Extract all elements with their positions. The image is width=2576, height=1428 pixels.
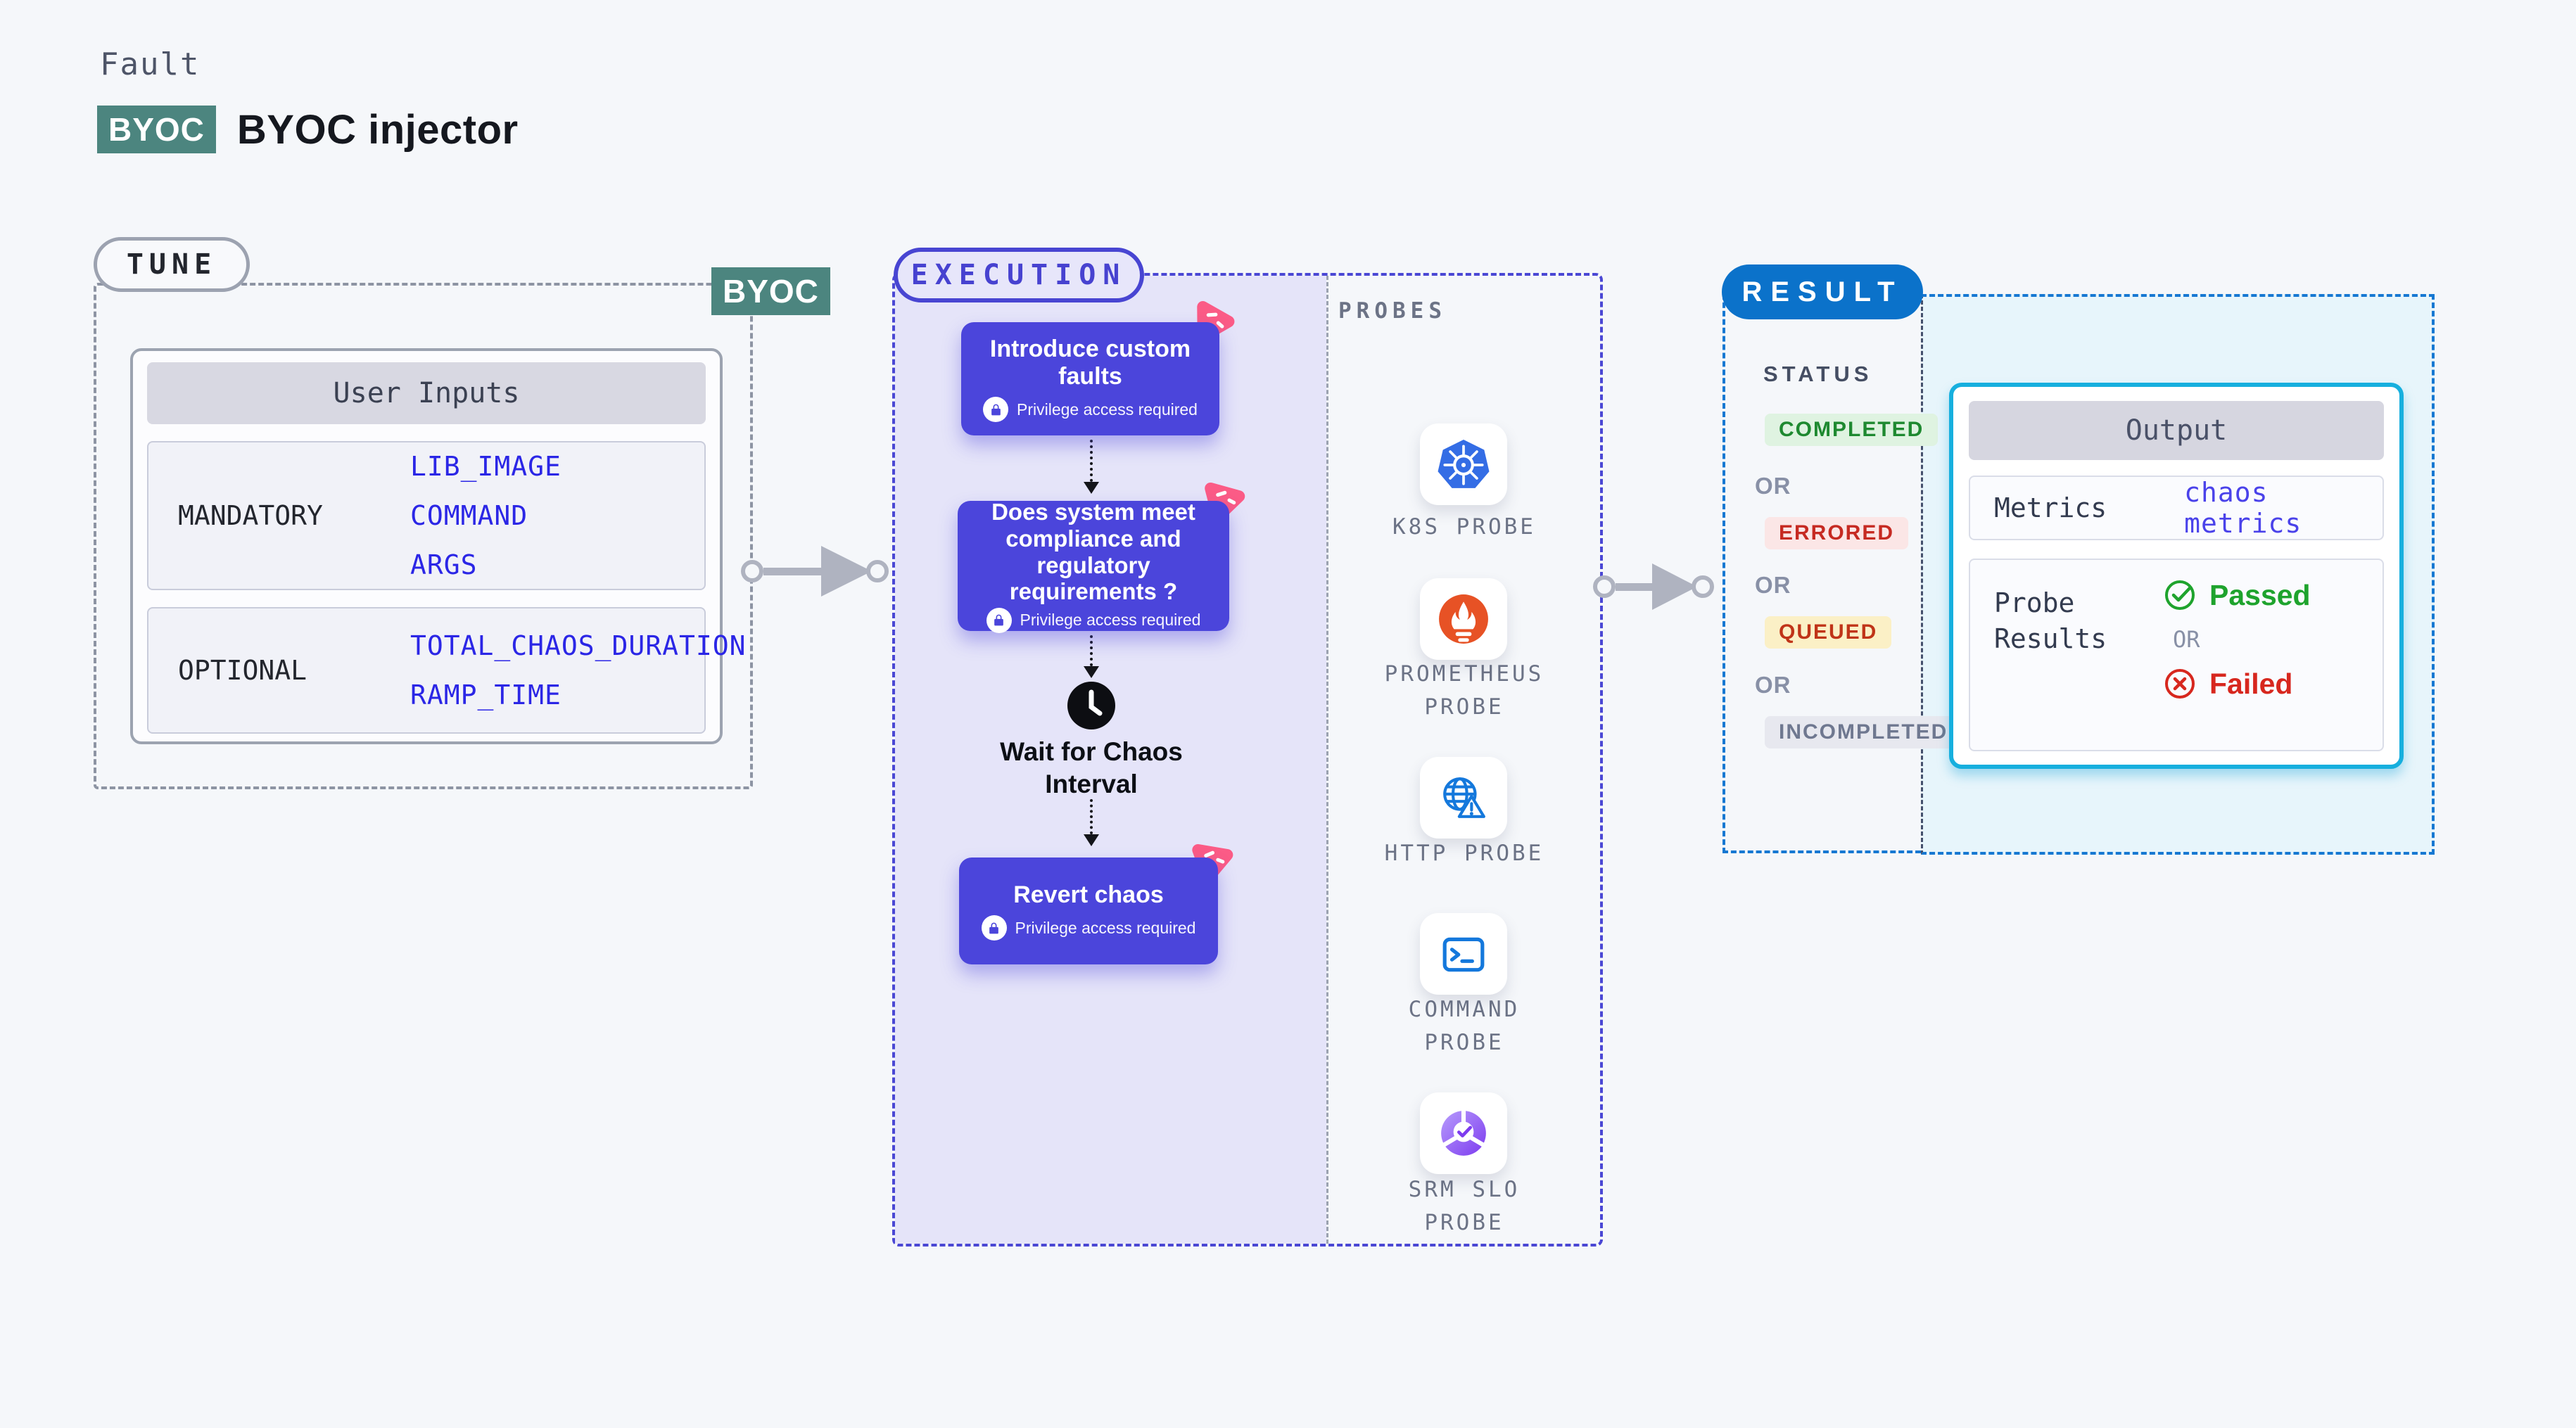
input-total-chaos-duration: TOTAL_CHAOS_DURATION bbox=[410, 630, 747, 661]
status-badge-errored: ERRORED bbox=[1765, 517, 1909, 549]
status-badge-queued: QUEUED bbox=[1765, 616, 1892, 649]
failed-label: Failed bbox=[2209, 667, 2293, 700]
optional-row: OPTIONAL TOTAL_CHAOS_DURATION RAMP_TIME bbox=[147, 607, 746, 734]
privilege-row: Privilege access required bbox=[986, 607, 1201, 633]
output-card: Output Metrics chaos metrics Probe Resul… bbox=[1949, 383, 2404, 769]
http-globe-icon bbox=[1443, 777, 1485, 818]
optional-label: OPTIONAL bbox=[178, 655, 307, 686]
probe-card-http bbox=[1420, 757, 1507, 839]
passed-label: Passed bbox=[2209, 578, 2311, 611]
connector-arrowhead-icon bbox=[1084, 666, 1099, 678]
node-title: Introduce custom faults bbox=[989, 335, 1191, 390]
clock-icon bbox=[1067, 682, 1115, 733]
arrow-shaft bbox=[763, 567, 821, 575]
execution-flow-panel bbox=[895, 276, 1326, 1244]
prometheus-icon bbox=[1439, 594, 1488, 644]
arrow-end-dot bbox=[866, 560, 889, 582]
user-inputs-card: User Inputs MANDATORY LIB_IMAGE COMMAND … bbox=[130, 348, 746, 744]
mandatory-values: LIB_IMAGE COMMAND ARGS bbox=[410, 442, 561, 589]
arrow-start-dot bbox=[741, 560, 763, 582]
lock-icon bbox=[983, 397, 1009, 423]
execution-pill: EXECUTION bbox=[894, 248, 1144, 302]
failed-verdict: Failed bbox=[2163, 667, 2311, 701]
output-or-separator: OR bbox=[2173, 626, 2200, 653]
page-title: BYOC injector bbox=[236, 106, 519, 153]
metrics-row: Metrics chaos metrics bbox=[1969, 476, 2384, 540]
connector-node2-clock bbox=[1090, 635, 1093, 666]
metrics-value: chaos metrics bbox=[2184, 477, 2302, 539]
node-title: Revert chaos bbox=[1013, 881, 1164, 908]
arrow-end-dot bbox=[1692, 575, 1714, 598]
privilege-row: Privilege access required bbox=[981, 915, 1196, 941]
status-or-separator: OR bbox=[1755, 572, 1791, 598]
page-header: BYOC BYOC injector bbox=[97, 106, 519, 153]
node-title: Does system meet compliance and regulato… bbox=[991, 499, 1195, 605]
probe-label-srm-slo: SRM SLO PROBE bbox=[1408, 1177, 1521, 1235]
probe-card-srm-slo bbox=[1420, 1092, 1507, 1174]
terminal-icon bbox=[1442, 937, 1485, 972]
execution-section-box bbox=[892, 273, 1603, 1247]
metrics-label: Metrics bbox=[1994, 492, 2107, 523]
result-pill: RESULT bbox=[1722, 264, 1923, 319]
result-status-box bbox=[1722, 294, 1921, 853]
tune-pill: TUNE bbox=[94, 237, 250, 292]
passed-verdict: Passed bbox=[2163, 578, 2311, 612]
probe-results-label: Probe Results bbox=[1994, 587, 2107, 655]
status-or-separator: OR bbox=[1755, 473, 1791, 499]
input-ramp-time: RAMP_TIME bbox=[410, 680, 561, 710]
check-circle-icon bbox=[2165, 580, 2195, 610]
tune-section-box bbox=[94, 283, 753, 789]
input-args: ARGS bbox=[410, 549, 478, 580]
probe-card-command bbox=[1420, 913, 1507, 995]
execution-probes-divider bbox=[1326, 276, 1328, 1244]
connector-arrowhead-icon bbox=[1084, 482, 1099, 494]
fault-kicker: Fault bbox=[100, 46, 201, 82]
privilege-row: Privilege access required bbox=[983, 397, 1198, 423]
status-badge-completed: COMPLETED bbox=[1765, 414, 1939, 446]
arrow-head-icon bbox=[821, 546, 872, 597]
input-lib-image: LIB_IMAGE bbox=[410, 451, 561, 482]
status-or-separator: OR bbox=[1755, 672, 1791, 698]
status-label: STATUS bbox=[1763, 362, 1873, 386]
probe-results-row: Probe Results Passed OR Faile bbox=[1969, 559, 2384, 751]
flow-arrow-tune-to-execution bbox=[741, 546, 889, 597]
privilege-label: Privilege access required bbox=[1017, 400, 1198, 419]
x-circle-icon bbox=[2165, 669, 2195, 699]
mandatory-label: MANDATORY bbox=[178, 500, 323, 531]
wait-for-chaos-interval-label: Wait for Chaos Interval bbox=[1000, 737, 1183, 799]
node-compliance-check: Does system meet compliance and regulato… bbox=[958, 499, 1229, 633]
probe-card-k8s bbox=[1420, 423, 1507, 505]
probe-results-values: Passed OR Failed bbox=[2163, 578, 2311, 732]
flow-arrow-execution-to-result bbox=[1593, 563, 1714, 610]
byoc-corner-badge: BYOC bbox=[711, 267, 830, 315]
mandatory-row: MANDATORY LIB_IMAGE COMMAND ARGS bbox=[147, 441, 706, 590]
connector-node1-node2 bbox=[1090, 440, 1093, 482]
probe-label-k8s: K8S PROBE bbox=[1392, 514, 1536, 540]
kubernetes-icon bbox=[1438, 440, 1490, 488]
probe-label-command: COMMAND PROBE bbox=[1408, 997, 1521, 1055]
arrow-head-icon bbox=[1652, 563, 1697, 610]
byoc-header-badge: BYOC bbox=[97, 106, 216, 153]
probe-label-http: HTTP PROBE bbox=[1384, 841, 1544, 866]
srm-slo-icon bbox=[1441, 1109, 1486, 1156]
node-revert-chaos: Revert chaos Privilege access required bbox=[959, 858, 1218, 964]
status-badge-incompleted: INCOMPLETED bbox=[1765, 716, 1962, 748]
lock-icon bbox=[981, 915, 1007, 941]
lock-icon bbox=[986, 607, 1012, 633]
input-command: COMMAND bbox=[410, 500, 528, 531]
connector-arrowhead-icon bbox=[1084, 834, 1099, 846]
privilege-label: Privilege access required bbox=[1020, 611, 1201, 630]
connector-wait-node3 bbox=[1090, 799, 1093, 834]
probe-card-prometheus bbox=[1420, 578, 1507, 660]
probes-section-label: PROBES bbox=[1338, 298, 1447, 324]
arrow-start-dot bbox=[1593, 575, 1616, 598]
privilege-label: Privilege access required bbox=[1015, 918, 1196, 937]
optional-values: TOTAL_CHAOS_DURATION RAMP_TIME bbox=[410, 608, 747, 732]
user-inputs-header: User Inputs bbox=[147, 362, 706, 424]
arrow-shaft bbox=[1616, 582, 1652, 591]
node-introduce-custom-faults: Introduce custom faults Privilege access… bbox=[961, 322, 1219, 435]
output-header: Output bbox=[1969, 401, 2384, 460]
probe-label-prometheus: PROMETHEUS PROBE bbox=[1384, 661, 1544, 720]
